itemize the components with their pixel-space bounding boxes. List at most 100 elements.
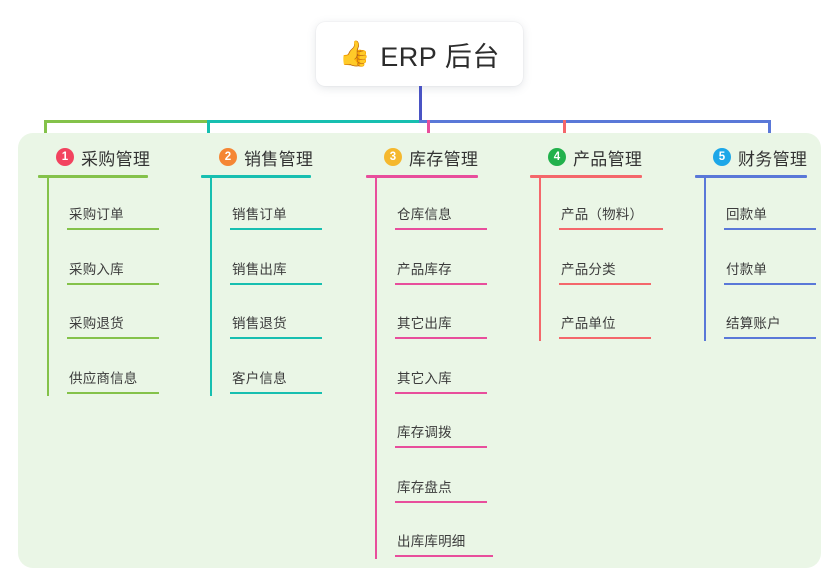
root-stem	[418, 86, 422, 123]
leaf-item-underline	[67, 228, 159, 230]
leaf-item[interactable]: 产品分类	[559, 261, 651, 285]
section-spine	[47, 175, 49, 396]
section-title: 财务管理	[738, 149, 808, 169]
section-header-3[interactable]: 3 库存管理	[366, 144, 518, 170]
drop-stub-2	[206, 120, 210, 145]
section-spine	[210, 175, 212, 396]
leaf-item[interactable]: 其它入库	[395, 370, 487, 394]
section-number-badge: 1	[56, 148, 74, 166]
leaf-item[interactable]: 仓库信息	[395, 206, 487, 230]
leaf-item-label: 库存盘点	[397, 479, 452, 495]
leaf-item[interactable]: 采购退货	[67, 315, 159, 339]
drop-stub-3	[426, 120, 430, 145]
leaf-item[interactable]: 销售出库	[230, 261, 322, 285]
leaf-item-underline	[395, 500, 487, 503]
leaf-item-label: 产品分类	[561, 261, 616, 277]
leaf-item[interactable]: 产品（物料）	[559, 206, 663, 230]
leaf-item-underline	[724, 282, 816, 285]
root-node[interactable]: 👍 ERP 后台	[316, 22, 523, 86]
section-column-2: 2 销售管理销售订单销售出库销售退货客户信息	[201, 144, 351, 396]
leaf-item[interactable]: 回款单	[724, 206, 816, 230]
leaf-item[interactable]: 销售退货	[230, 315, 322, 339]
root-node-label: ERP 后台	[380, 41, 500, 72]
section-spine	[375, 175, 377, 559]
leaf-item[interactable]: 产品单位	[559, 315, 651, 339]
section-header-5[interactable]: 5 财务管理	[695, 144, 839, 170]
leaf-item-label: 产品库存	[397, 261, 452, 277]
leaf-item-label: 产品单位	[561, 316, 616, 331]
leaf-item-label: 供应商信息	[69, 370, 138, 386]
bus-segment-teal	[206, 120, 422, 123]
leaf-item-label: 其它出库	[397, 316, 452, 331]
sections-panel	[18, 133, 821, 568]
leaf-item-underline	[724, 228, 816, 230]
leaf-item-label: 客户信息	[232, 370, 287, 386]
section-header-2[interactable]: 2 销售管理	[201, 144, 351, 170]
section-column-1: 1 采购管理采购订单采购入库采购退货供应商信息	[38, 144, 188, 396]
section-underline	[530, 175, 642, 178]
leaf-item-underline	[67, 391, 159, 394]
leaf-item-underline	[67, 282, 159, 285]
leaf-item[interactable]: 结算账户	[724, 315, 816, 339]
leaf-item-underline	[395, 228, 487, 230]
section-column-3: 3 库存管理仓库信息产品库存其它出库其它入库库存调拨库存盘点出库库明细	[366, 144, 518, 559]
bus-segment-green	[43, 120, 210, 123]
leaf-item-label: 销售订单	[232, 207, 287, 222]
leaf-item-label: 销售出库	[232, 261, 287, 277]
leaf-item-underline	[395, 337, 487, 339]
section-underline	[201, 175, 311, 178]
leaf-item-underline	[559, 337, 651, 339]
section-title: 产品管理	[573, 149, 643, 169]
thumbs-up-icon: 👍	[339, 38, 371, 68]
section-header-1[interactable]: 1 采购管理	[38, 144, 188, 170]
section-number-badge: 3	[384, 148, 402, 166]
section-header-4[interactable]: 4 产品管理	[530, 144, 682, 170]
leaf-item-underline	[395, 446, 487, 448]
leaf-item-label: 采购订单	[69, 207, 124, 222]
section-spine	[539, 175, 541, 341]
leaf-item[interactable]: 产品库存	[395, 261, 487, 285]
leaf-item-label: 结算账户	[726, 316, 781, 331]
bus-segment-blue	[418, 120, 771, 123]
leaf-item-underline	[395, 282, 487, 285]
leaf-item[interactable]: 采购入库	[67, 261, 159, 285]
section-spine	[704, 175, 706, 341]
section-number-badge: 5	[713, 148, 731, 166]
leaf-item-label: 采购退货	[69, 316, 124, 331]
drop-stub-4	[562, 120, 566, 145]
leaf-item-label: 产品（物料）	[561, 207, 644, 222]
leaf-item[interactable]: 其它出库	[395, 315, 487, 339]
leaf-item[interactable]: 付款单	[724, 261, 816, 285]
section-title: 销售管理	[244, 149, 314, 169]
leaf-item[interactable]: 客户信息	[230, 370, 322, 394]
leaf-item-underline	[230, 391, 322, 394]
section-number-badge: 4	[548, 148, 566, 166]
leaf-item[interactable]: 库存调拨	[395, 424, 487, 448]
leaf-item[interactable]: 供应商信息	[67, 370, 159, 394]
section-column-5: 5 财务管理回款单付款单结算账户	[695, 144, 839, 341]
leaf-item[interactable]: 采购订单	[67, 206, 159, 230]
leaf-item-label: 付款单	[726, 261, 768, 277]
leaf-item-underline	[395, 555, 493, 557]
section-title: 采购管理	[81, 149, 151, 169]
leaf-item-label: 出库库明细	[397, 534, 466, 549]
leaf-item-underline	[395, 391, 487, 394]
leaf-item-underline	[559, 282, 651, 285]
leaf-item-label: 采购入库	[69, 261, 124, 277]
section-underline	[366, 175, 478, 178]
leaf-item-underline	[230, 228, 322, 230]
drop-stub-1	[43, 120, 47, 145]
section-underline	[38, 175, 148, 178]
leaf-item-label: 销售退货	[232, 316, 287, 331]
section-column-4: 4 产品管理产品（物料） 产品分类产品单位	[530, 144, 682, 341]
leaf-item-underline	[230, 337, 322, 339]
leaf-item-label: 回款单	[726, 207, 768, 222]
section-title: 库存管理	[409, 149, 479, 169]
leaf-item[interactable]: 库存盘点	[395, 479, 487, 503]
leaf-item-underline	[67, 337, 159, 339]
leaf-item[interactable]: 出库库明细	[395, 533, 493, 557]
section-underline	[695, 175, 807, 178]
leaf-item[interactable]: 销售订单	[230, 206, 322, 230]
section-number-badge: 2	[219, 148, 237, 166]
